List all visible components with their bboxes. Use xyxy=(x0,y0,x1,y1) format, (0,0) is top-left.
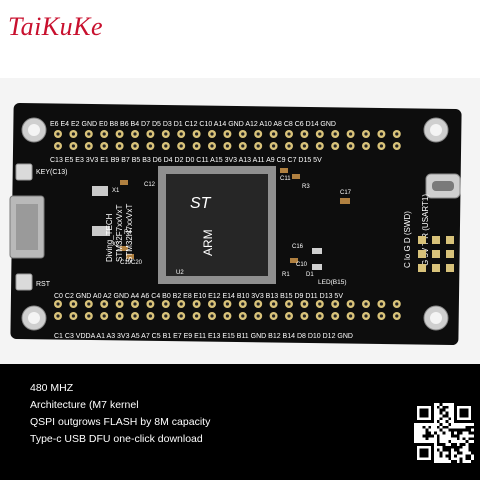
label-x2: X2 xyxy=(112,242,120,248)
row3-pin-labels: C0 C2 GND A0 A2 GND A4 A6 C4 B0 B2 E8 E1… xyxy=(54,293,343,300)
debug-header-pins xyxy=(418,236,454,272)
svg-text:Diving_TECH: Diving_TECH xyxy=(105,213,114,262)
row2-pin-labels: C13 E5 E3 3V3 E1 B9 B7 B5 B3 D6 D4 D2 D0… xyxy=(50,157,322,164)
label-x1: X1 xyxy=(112,188,120,194)
key-button xyxy=(15,163,33,181)
usart-label: G 5V T R (USART1) xyxy=(421,194,430,266)
label-r3: R3 xyxy=(302,184,310,190)
swd-label: C lo G D (SWD) xyxy=(403,211,412,268)
silk-model: Diving_TECH STM32F7xxVxT STM32H7xxVxT xyxy=(105,204,134,262)
mcu-chip: ST ARM xyxy=(158,166,276,284)
label-c17: C17 xyxy=(340,190,352,196)
board-photo: E6 E4 E2 GND E0 B8 B6 B4 D7 D5 D3 D1 C12… xyxy=(0,78,480,364)
label-c19: C19C20 xyxy=(120,260,143,266)
chip-brand: ST xyxy=(190,195,212,212)
label-c12: C12 xyxy=(144,182,156,188)
top-pin-labels: E6 E4 E2 GND E0 B8 B6 B4 D7 D5 D3 D1 C12… xyxy=(50,121,336,128)
brand-logo: TaiKuKe xyxy=(8,12,104,41)
pin-labels: E6 E4 E2 GND E0 B8 B6 B4 D7 D5 D3 D1 C12… xyxy=(50,121,353,340)
svg-text:STM32H7xxVxT: STM32H7xxVxT xyxy=(125,204,134,262)
crystal-x1 xyxy=(92,186,108,196)
label-r4: R4 xyxy=(124,230,132,236)
label-c11: C11 xyxy=(280,176,291,182)
label-d1: D1 xyxy=(306,272,314,278)
rst-button xyxy=(15,273,33,291)
bottom-pin-labels: C1 C3 VDDA A1 A3 3V3 A5 A7 C5 B1 E7 E9 E… xyxy=(54,333,353,340)
key-label: KEY(C13) xyxy=(36,169,68,176)
qr-code xyxy=(414,403,474,463)
label-u2: U2 xyxy=(176,270,184,276)
label-r1: R1 xyxy=(282,272,290,278)
caption-line-4: Type-c USB DFU one-click download xyxy=(30,433,203,445)
pcb-board: E6 E4 E2 GND E0 B8 B6 B4 D7 D5 D3 D1 C12… xyxy=(9,102,462,346)
led-label: LED(B15) xyxy=(318,279,347,286)
label-c10: C10 xyxy=(296,262,308,268)
caption: 480 MHZ Architecture (M7 kernel QSPI out… xyxy=(30,380,390,448)
header-pins xyxy=(54,130,401,320)
rst-label: RST xyxy=(36,281,51,288)
caption-line-2: Architecture (M7 kernel xyxy=(30,399,139,411)
caption-background xyxy=(0,364,480,480)
crystal-x2 xyxy=(92,226,110,236)
svg-text:STM32F7xxVxT: STM32F7xxVxT xyxy=(115,205,124,262)
caption-line-3: QSPI outgrows FLASH by 8M capacity xyxy=(30,416,211,428)
caption-line-1: 480 MHZ xyxy=(30,382,74,394)
chip-label: ARM xyxy=(201,229,215,256)
label-c16: C16 xyxy=(292,244,304,250)
